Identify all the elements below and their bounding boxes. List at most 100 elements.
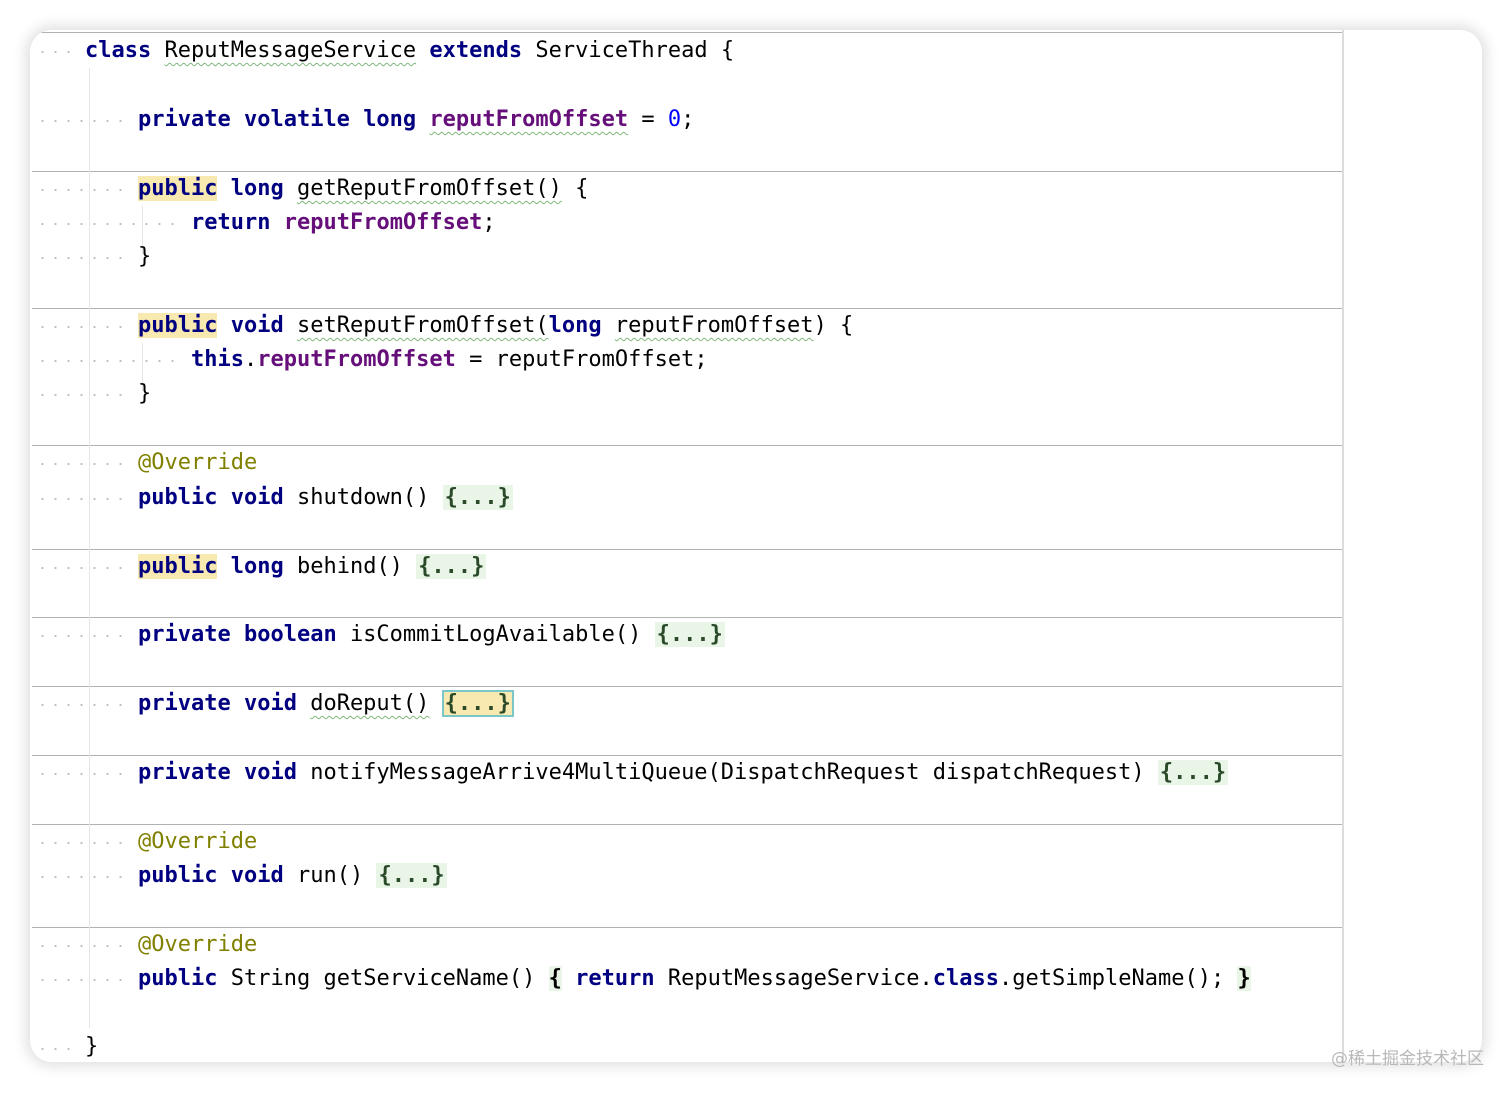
keyword: private	[138, 760, 231, 785]
keyword: boolean	[243, 622, 337, 647]
code-line-behind[interactable]: public long behind() {...}	[138, 550, 487, 584]
method-separator	[32, 445, 1342, 446]
editor-window: class ReputMessageService extends Servic…	[30, 30, 1482, 1062]
keyword: void	[230, 485, 284, 510]
field-name: reputFromOffset	[429, 107, 629, 132]
whitespace-dots	[36, 257, 132, 259]
assignment: = reputFromOffset;	[455, 347, 708, 372]
field-reference: reputFromOffset	[283, 210, 483, 235]
code-line-setter-close[interactable]: }	[138, 377, 151, 411]
code-line-shutdown[interactable]: public void shutdown() {...}	[138, 481, 513, 515]
keyword: void	[243, 691, 297, 716]
method-separator	[32, 171, 1342, 172]
code-line-setter-signature[interactable]: public void setReputFromOffset(long repu…	[138, 309, 853, 343]
code-line-notify[interactable]: private void notifyMessageArrive4MultiQu…	[138, 756, 1229, 790]
code-line-is-commit-log-available[interactable]: private boolean isCommitLogAvailable() {…	[138, 618, 725, 652]
folded-close-brace[interactable]: }	[1237, 966, 1251, 991]
method-signature: notifyMessageArrive4MultiQueue(DispatchR…	[310, 760, 1145, 785]
paren-brace: ) {	[813, 313, 854, 338]
method-name: setReputFromOffset(	[296, 313, 549, 338]
code-line-annotation[interactable]: @Override	[138, 446, 257, 480]
keyword: volatile	[243, 107, 350, 132]
keyword: public	[138, 313, 218, 338]
code-line-getter-body[interactable]: return reputFromOffset;	[191, 206, 496, 240]
brace: {	[720, 38, 735, 63]
code-line-class-close[interactable]: }	[85, 1030, 98, 1062]
method-separator	[32, 824, 1342, 825]
code-line-setter-body[interactable]: this.reputFromOffset = reputFromOffset;	[191, 343, 708, 377]
keyword: long	[230, 554, 284, 579]
code-line-annotation[interactable]: @Override	[138, 825, 257, 859]
method-separator	[32, 32, 1342, 33]
brace: }	[85, 1034, 99, 1059]
code-line-class-decl[interactable]: class ReputMessageService extends Servic…	[85, 34, 734, 68]
annotation: @Override	[138, 829, 258, 854]
folded-body-toggle[interactable]: {...}	[376, 863, 447, 888]
brace: }	[138, 381, 152, 406]
folded-body-toggle-selected[interactable]: {...}	[441, 690, 514, 717]
type-name: String	[230, 966, 311, 991]
indent-guide	[142, 343, 143, 391]
code-line-annotation[interactable]: @Override	[138, 928, 257, 962]
keyword: this	[191, 347, 244, 372]
whitespace-dots	[36, 189, 132, 191]
method-separator	[32, 549, 1342, 550]
annotation: @Override	[138, 932, 258, 957]
code-line-run[interactable]: public void run() {...}	[138, 859, 447, 893]
code-line-getter-signature[interactable]: public long getReputFromOffset() {	[138, 172, 588, 206]
keyword: public	[138, 554, 218, 579]
code-editor[interactable]: class ReputMessageService extends Servic…	[30, 30, 1344, 1062]
class-name: ReputMessageService	[164, 38, 417, 63]
method-signature: getReputFromOffset()	[296, 176, 562, 201]
whitespace-dots	[36, 635, 132, 637]
whitespace-dots	[36, 51, 76, 53]
whitespace-dots	[36, 326, 132, 328]
keyword: private	[138, 622, 231, 647]
superclass-name: ServiceThread	[535, 38, 708, 63]
whitespace-dots	[36, 360, 184, 362]
code-line-get-service-name[interactable]: public String getServiceName() { return …	[138, 962, 1251, 996]
method-separator	[32, 927, 1342, 928]
keyword: public	[138, 485, 218, 510]
method-separator	[32, 617, 1342, 618]
method-signature: run()	[296, 863, 364, 888]
folded-body-toggle[interactable]: {...}	[654, 622, 725, 647]
keyword: return	[575, 966, 655, 991]
whitespace-dots	[36, 567, 132, 569]
code-line-field[interactable]: private volatile long reputFromOffset = …	[138, 103, 694, 137]
expression: ReputMessageService.	[667, 966, 933, 991]
whitespace-dots	[36, 876, 132, 878]
method-separator	[32, 308, 1342, 309]
keyword: long	[230, 176, 284, 201]
whitespace-dots	[36, 1048, 76, 1050]
method-signature: shutdown()	[296, 485, 430, 510]
folded-body-toggle[interactable]: {...}	[442, 485, 513, 510]
folded-body-toggle[interactable]: {...}	[1157, 760, 1229, 785]
method-separator	[32, 755, 1342, 756]
method-separator	[32, 686, 1342, 687]
code-line-do-reput[interactable]: private void doReput() {...}	[138, 687, 514, 721]
number-literal: 0	[667, 107, 682, 132]
parameter-name: reputFromOffset	[614, 313, 814, 338]
semicolon: ;	[482, 210, 496, 235]
code-line-getter-close[interactable]: }	[138, 240, 151, 274]
whitespace-dots	[36, 979, 132, 981]
annotation: @Override	[138, 450, 258, 475]
keyword: private	[138, 691, 231, 716]
expression: .getSimpleName();	[999, 966, 1225, 991]
method-signature: getServiceName()	[323, 966, 536, 991]
folded-open-brace[interactable]: {	[548, 966, 562, 991]
whitespace-dots	[36, 394, 132, 396]
keyword: class	[932, 966, 1000, 991]
folded-body-toggle[interactable]: {...}	[416, 554, 487, 579]
semicolon: ;	[681, 107, 695, 132]
method-signature: behind()	[296, 554, 403, 579]
brace: {	[575, 176, 589, 201]
whitespace-dots	[36, 223, 184, 225]
whitespace-dots	[36, 120, 132, 122]
whitespace-dots	[36, 773, 132, 775]
dot: .	[243, 347, 258, 372]
keyword: public	[138, 966, 218, 991]
keyword: public	[138, 863, 218, 888]
keyword: public	[138, 176, 218, 201]
